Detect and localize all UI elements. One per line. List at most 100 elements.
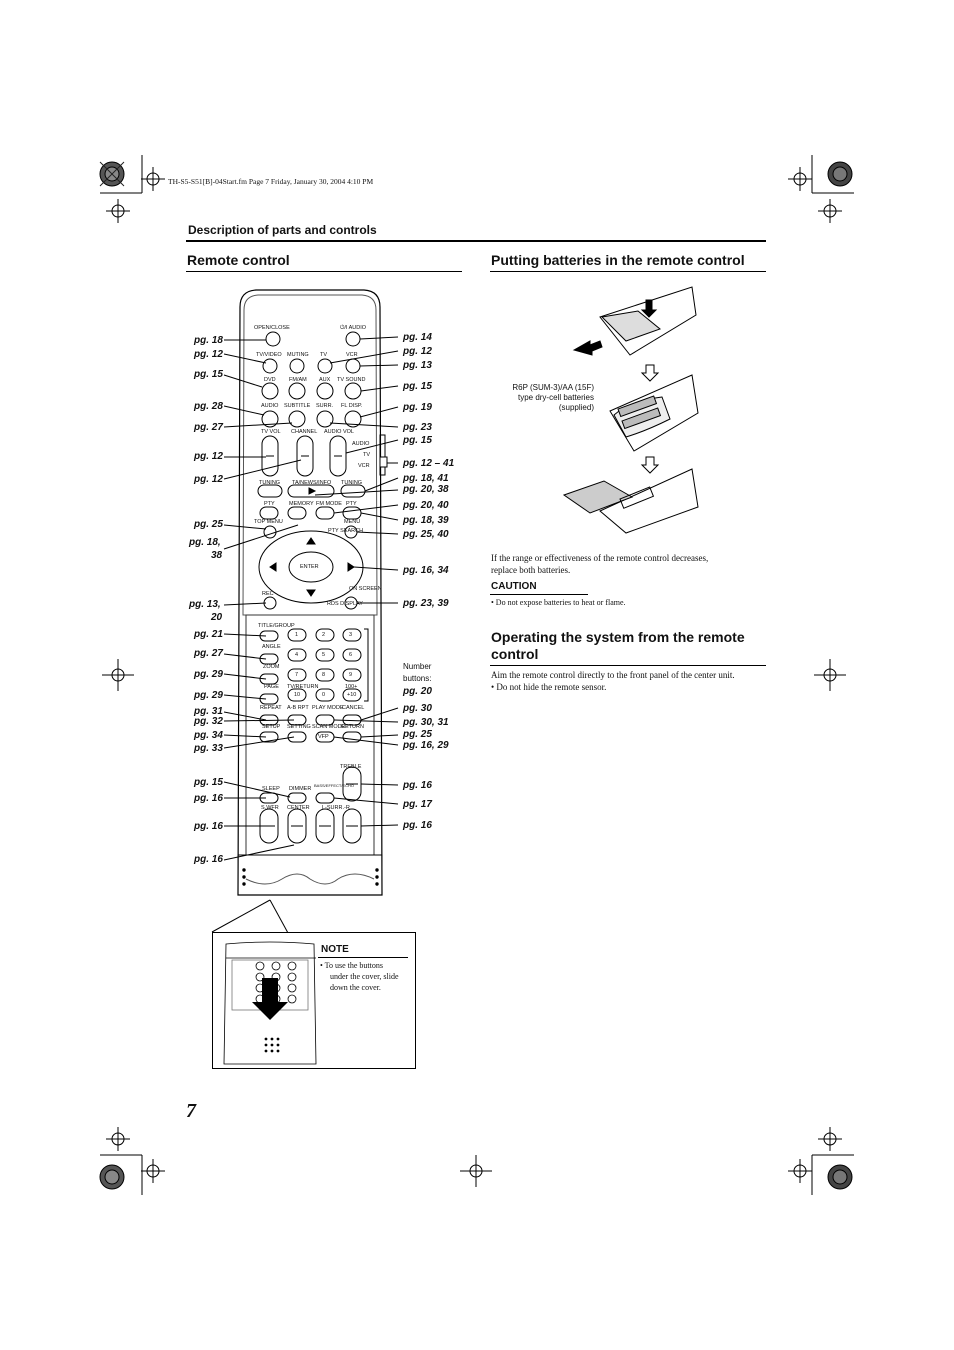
digit-label: +10 bbox=[347, 692, 357, 698]
label-hundred: 100+ bbox=[345, 684, 358, 690]
batteries-body-1: If the range or effectiveness of the rem… bbox=[491, 553, 709, 563]
note-line-3: down the cover. bbox=[330, 983, 381, 992]
pg-ref-right: pg. 16, 34 bbox=[403, 565, 449, 576]
caution-rule bbox=[490, 594, 588, 595]
pg-ref-right: pg. 16 bbox=[403, 780, 432, 791]
battery-type-line-3: (supplied) bbox=[558, 403, 594, 412]
pg-ref-right: pg. 12 bbox=[403, 346, 432, 357]
label-memory: MEMORY bbox=[289, 501, 314, 507]
label-on-screen: ON SCREEN bbox=[349, 586, 382, 592]
pg-ref-left: 20 bbox=[211, 612, 223, 623]
label-bass: BASS/EFFECT/ECHO bbox=[314, 783, 355, 788]
label-subtitle: SUBTITLE bbox=[284, 403, 311, 409]
note-rule bbox=[318, 957, 408, 958]
label-tv-sound: TV SOUND bbox=[337, 377, 366, 383]
pg-ref-right: pg. 25, 40 bbox=[403, 529, 449, 540]
label-treble: TREBLE bbox=[340, 764, 362, 770]
pg-ref-left: pg. 28 bbox=[194, 401, 223, 412]
label-sleep: SLEEP bbox=[262, 786, 280, 792]
label-vfp: VFP bbox=[318, 734, 329, 740]
pg-ref-right: pg. 30 bbox=[403, 703, 432, 714]
label-surr-lr: L-SURR.-R bbox=[322, 805, 350, 811]
label-enter: ENTER bbox=[300, 564, 319, 570]
pg-ref-left: pg. 29 bbox=[194, 669, 223, 680]
remote-control-heading: Remote control bbox=[187, 252, 290, 268]
digit-label: 4 bbox=[295, 652, 299, 658]
pg-ref-right: pg. 23, 39 bbox=[403, 598, 449, 609]
battery-type-line-2: type dry-cell batteries bbox=[517, 393, 594, 402]
cover-slide-illustration bbox=[223, 941, 317, 1065]
pg-ref-left: pg. 12 bbox=[194, 349, 223, 360]
digit-label: 7 bbox=[295, 672, 299, 678]
pg-ref-left: pg. 16 bbox=[194, 821, 223, 832]
batteries-body-2: replace both batteries. bbox=[491, 565, 571, 575]
pg-ref-right: pg. 30, 31 bbox=[403, 717, 449, 728]
label-audio: AUDIO bbox=[261, 403, 279, 409]
label-surr: SURR. bbox=[316, 403, 334, 409]
digit-label: 9 bbox=[349, 672, 353, 678]
pg-ref-left: pg. 18, bbox=[189, 537, 221, 548]
pg-ref-right: pg. 16, 29 bbox=[403, 740, 449, 751]
label-scan-mode: SCAN MODE bbox=[312, 724, 346, 730]
pg-ref-left: 38 bbox=[211, 550, 223, 561]
label-menu: MENU bbox=[344, 519, 361, 525]
note-line-2: under the cover, slide bbox=[330, 972, 399, 981]
label-setup: SETUP bbox=[262, 724, 281, 730]
label-rds-display: RDS DISPLAY bbox=[327, 601, 363, 607]
label-rec: REC bbox=[262, 591, 274, 597]
pg-ref-left: pg. 13, bbox=[189, 599, 221, 610]
label-ab-rpt: A-B RPT bbox=[287, 705, 309, 711]
label-ta-news-info: TA/NEWS/INFO bbox=[292, 480, 332, 486]
label-play-mode: PLAY MODE bbox=[312, 705, 344, 711]
operating-bullet: • Do not hide the remote sensor. bbox=[491, 682, 607, 692]
label-subwfr: S.WFR bbox=[261, 805, 279, 811]
pg-ref-right: pg. 14 bbox=[403, 332, 432, 343]
operating-heading-rule bbox=[490, 665, 766, 666]
pg-ref-left: pg. 34 bbox=[194, 730, 223, 741]
pg-ref-right: pg. 15 bbox=[403, 381, 432, 392]
label-pty-left: PTY bbox=[264, 501, 275, 507]
label-fm-mode: FM MODE bbox=[316, 501, 342, 507]
pg-ref-right: pg. 25 bbox=[403, 729, 432, 740]
pg-ref-left: pg. 15 bbox=[194, 369, 223, 380]
page-number: 7 bbox=[186, 1100, 196, 1122]
label-power-audio: ⏻/I AUDIO bbox=[340, 325, 367, 331]
remote-heading-rule bbox=[186, 271, 462, 272]
operating-heading-line-1: Operating the system from the remote bbox=[491, 629, 745, 645]
pg-ref-right: pg. 17 bbox=[403, 799, 432, 810]
number-buttons-label-2: buttons: bbox=[403, 674, 432, 683]
pg-ref-left: pg. 31 bbox=[194, 706, 223, 717]
pg-ref-right: pg. 19 bbox=[403, 402, 432, 413]
pg-ref-left: pg. 12 bbox=[194, 474, 223, 485]
label-tuning-left: TUNING bbox=[259, 480, 281, 486]
label-angle: ANGLE bbox=[262, 644, 281, 650]
digit-label: 8 bbox=[322, 672, 326, 678]
operating-body: Aim the remote control directly to the f… bbox=[491, 670, 735, 680]
label-fl-disp: FL DISP. bbox=[341, 403, 363, 409]
label-pty-right: PTY bbox=[346, 501, 357, 507]
pg-ref-left: pg. 29 bbox=[194, 690, 223, 701]
batteries-heading-rule bbox=[490, 271, 766, 272]
digit-label: 3 bbox=[349, 632, 353, 638]
pg-ref-left: pg. 16 bbox=[194, 793, 223, 804]
pg-ref-right: pg. 20, 38 bbox=[403, 484, 449, 495]
label-tv: TV bbox=[320, 352, 328, 358]
pg-ref-right: pg. 18, 39 bbox=[403, 515, 449, 526]
pg-ref-right: pg. 20 bbox=[403, 686, 432, 697]
label-tuning-right: TUNING bbox=[341, 480, 363, 486]
label-channel: CHANNEL bbox=[291, 429, 318, 435]
section-title: Description of parts and controls bbox=[188, 223, 377, 237]
pg-ref-left: pg. 32 bbox=[194, 716, 223, 727]
pg-ref-left: pg. 18 bbox=[194, 335, 223, 346]
digit-label: 6 bbox=[349, 652, 353, 658]
digit-label: 1 bbox=[295, 632, 299, 638]
file-header-line: TH-S5-S51[B]-04Start.fm Page 7 Friday, J… bbox=[168, 177, 374, 186]
pg-ref-left: pg. 27 bbox=[194, 648, 223, 659]
label-tv-video: TV/VIDEO bbox=[256, 352, 282, 358]
pg-ref-left: pg. 33 bbox=[194, 743, 223, 754]
digit-label: 2 bbox=[322, 632, 326, 638]
section-rule bbox=[186, 240, 766, 242]
pg-ref-right: pg. 12 – 41 bbox=[403, 458, 455, 469]
label-top-menu: TOP MENU bbox=[254, 519, 283, 525]
